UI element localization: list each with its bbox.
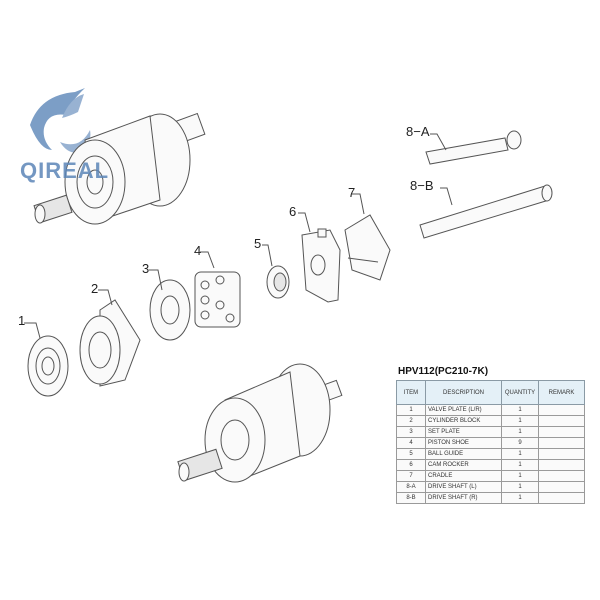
parts-table-title: HPV112(PC210-7K)	[398, 366, 489, 377]
part-8b-drive-shaft-right	[419, 184, 553, 239]
cell-description: BALL GUIDE	[425, 448, 502, 460]
callout-8a: 8−A	[406, 124, 430, 139]
cell-quantity: 1	[501, 448, 539, 460]
callout-6: 6	[289, 204, 297, 219]
cell-description: CYLINDER BLOCK	[425, 415, 502, 427]
cell-item: 1	[396, 404, 426, 416]
cell-item: 4	[396, 437, 426, 449]
cell-quantity: 1	[501, 459, 539, 471]
cell-quantity: 1	[501, 426, 539, 438]
cell-item: 5	[396, 448, 426, 460]
callout-4: 4	[194, 243, 202, 258]
cell-remark	[538, 437, 585, 449]
cell-quantity: 9	[501, 437, 539, 449]
cell-remark	[538, 459, 585, 471]
cell-item: 3	[396, 426, 426, 438]
part-7-cradle	[344, 193, 391, 281]
assembled-pump-bottom	[177, 363, 343, 483]
cell-description: VALVE PLATE (L/R)	[425, 404, 502, 416]
part-1-valve-plate	[24, 322, 69, 397]
cell-item: 2	[396, 415, 426, 427]
part-6-cam-rocker	[298, 212, 341, 303]
cell-remark	[538, 448, 585, 460]
cell-description: CAM ROCKER	[425, 459, 502, 471]
callout-1: 1	[18, 313, 26, 328]
cell-remark	[538, 426, 585, 438]
table-row: 3 SET PLATE 1	[396, 426, 585, 438]
cell-item: 8-A	[396, 481, 426, 493]
table-row: 8-B DRIVE SHAFT (R) 1	[396, 492, 585, 504]
part-4-piston-shoes	[194, 251, 241, 328]
cell-description: DRIVE SHAFT (R)	[425, 492, 502, 504]
column-header-remark: REMARK	[538, 380, 585, 405]
table-header-row: ITEM DESCRIPTION QUANTITY REMARK	[396, 380, 585, 405]
cell-quantity: 1	[501, 404, 539, 416]
cell-remark	[538, 481, 585, 493]
callout-2: 2	[91, 281, 99, 296]
callout-7: 7	[348, 185, 356, 200]
cell-remark	[538, 470, 585, 482]
callout-5: 5	[254, 236, 262, 251]
cell-item: 8-B	[396, 492, 426, 504]
parts-table: ITEM DESCRIPTION QUANTITY REMARK 1 VALVE…	[396, 380, 585, 504]
cell-item: 6	[396, 459, 426, 471]
table-row: 5 BALL GUIDE 1	[396, 448, 585, 460]
part-3-set-plate	[149, 269, 191, 341]
callout-3: 3	[142, 261, 150, 276]
part-5-ball-guide	[262, 244, 290, 299]
table-row: 6 CAM ROCKER 1	[396, 459, 585, 471]
column-header-description: DESCRIPTION	[425, 380, 502, 405]
cell-quantity: 1	[501, 470, 539, 482]
brand-logo-text: QIREAL	[20, 158, 110, 183]
cell-quantity: 1	[501, 492, 539, 504]
table-row: 2 CYLINDER BLOCK 1	[396, 415, 585, 427]
cell-description: DRIVE SHAFT (L)	[425, 481, 502, 493]
cell-remark	[538, 404, 585, 416]
column-header-item: ITEM	[396, 380, 426, 405]
table-row: 1 VALVE PLATE (L/R) 1	[396, 404, 585, 416]
cell-quantity: 1	[501, 481, 539, 493]
cell-item: 7	[396, 470, 426, 482]
cell-remark	[538, 415, 585, 427]
cell-remark	[538, 492, 585, 504]
cell-description: PISTON SHOE	[425, 437, 502, 449]
table-row: 8-A DRIVE SHAFT (L) 1	[396, 481, 585, 493]
assembled-pump-top	[33, 112, 206, 225]
table-row: 4 PISTON SHOE 9	[396, 437, 585, 449]
cell-description: CRADLE	[425, 470, 502, 482]
part-8a-drive-shaft-left	[425, 130, 522, 165]
callout-8b: 8−B	[410, 178, 434, 193]
logo-mark-icon	[30, 88, 91, 153]
column-header-quantity: QUANTITY	[501, 380, 539, 405]
cell-quantity: 1	[501, 415, 539, 427]
cell-description: SET PLATE	[425, 426, 502, 438]
table-row: 7 CRADLE 1	[396, 470, 585, 482]
part-2-cylinder-block	[79, 289, 141, 387]
